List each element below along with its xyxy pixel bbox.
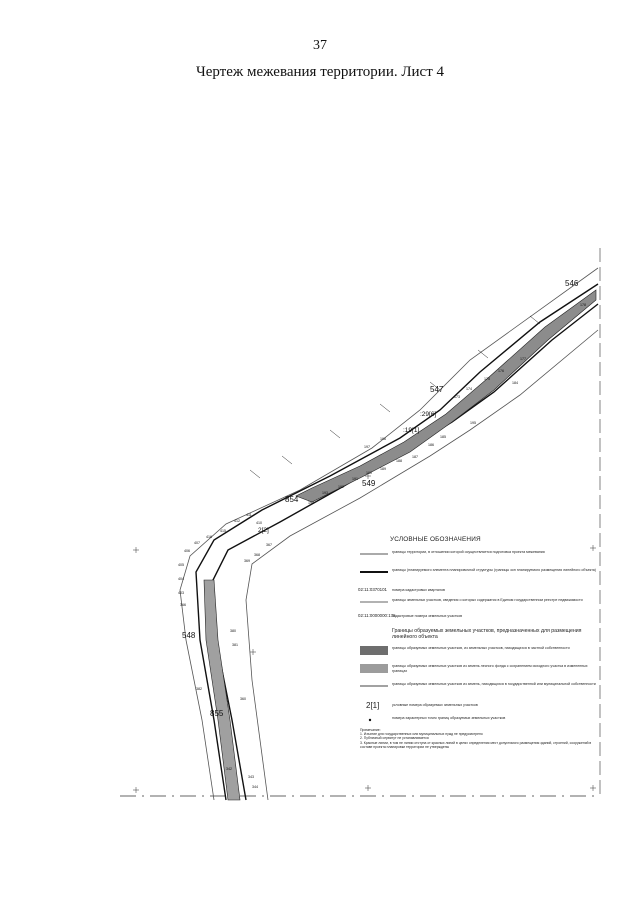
svg-text:196: 196 bbox=[380, 437, 386, 441]
svg-text:406: 406 bbox=[184, 549, 190, 553]
legend-item-planning: границы (планируемого элемента планирово… bbox=[360, 568, 600, 580]
svg-text:187: 187 bbox=[412, 455, 418, 459]
sheet-title: Чертеж межевания территории. Лист 4 bbox=[195, 64, 445, 80]
block-label-548: 548 bbox=[182, 631, 196, 640]
parcel-label-29-6: :29[6] bbox=[420, 411, 436, 418]
svg-text:178: 178 bbox=[580, 303, 586, 307]
legend-sub-item-state: границы образуемых земельных участков из… bbox=[360, 682, 600, 694]
cadastral-code-symbol: 02:11:0000000:175 bbox=[358, 613, 396, 618]
legend-item-text: границы образуемых земельных участков, и… bbox=[392, 646, 570, 650]
svg-text:416: 416 bbox=[206, 535, 212, 539]
legend-title: УСЛОВНЫЕ ОБОЗНАЧЕНИЯ bbox=[390, 536, 481, 543]
svg-text:344: 344 bbox=[252, 785, 258, 789]
svg-text:367: 367 bbox=[266, 543, 272, 547]
svg-text:360: 360 bbox=[240, 697, 246, 701]
legend-item-territory: границы территории, в отношении которой … bbox=[360, 550, 600, 562]
svg-text:175: 175 bbox=[484, 377, 490, 381]
svg-text:193: 193 bbox=[322, 491, 328, 495]
state-line-symbol bbox=[360, 685, 388, 687]
svg-text:369: 369 bbox=[244, 559, 250, 563]
legend-notes: Примечание: 1. Изъятие для государственн… bbox=[360, 728, 596, 749]
svg-text:404: 404 bbox=[178, 577, 184, 581]
svg-text:190: 190 bbox=[366, 471, 372, 475]
svg-text:192: 192 bbox=[338, 485, 344, 489]
legend-item-text: границы земельных участков, сведения о к… bbox=[392, 598, 583, 602]
registered-line-symbol bbox=[360, 601, 388, 603]
planning-boundary-upper bbox=[195, 283, 599, 801]
legend-parcel-number: 2[1] условные номера образуемых земельны… bbox=[360, 701, 600, 713]
note-item: 2. Публичный сервитут не устанавливается bbox=[360, 736, 429, 741]
note-item: 3. Красные линии, в том не линии отступа… bbox=[360, 740, 592, 749]
notes-title: Примечание: bbox=[360, 728, 381, 732]
svg-text:188: 188 bbox=[396, 459, 402, 463]
block-label-547: 547 bbox=[430, 385, 444, 394]
legend-item-text: границы образуемых земельных участков из… bbox=[392, 682, 596, 686]
svg-text:173: 173 bbox=[454, 395, 460, 399]
legend-sub-item-private: границы образуемых земельных участков, и… bbox=[360, 646, 600, 658]
svg-text:366: 366 bbox=[180, 603, 186, 607]
svg-text:415: 415 bbox=[220, 529, 226, 533]
svg-text:342: 342 bbox=[226, 767, 232, 771]
svg-text:382: 382 bbox=[196, 687, 202, 691]
territory-boundary-inner bbox=[245, 329, 599, 801]
svg-text:186: 186 bbox=[428, 443, 434, 447]
territory-line-symbol bbox=[360, 553, 388, 555]
legend-item-text: границы (планируемого элемента планирово… bbox=[392, 568, 597, 572]
svg-text:174: 174 bbox=[466, 387, 472, 391]
svg-text:191: 191 bbox=[352, 477, 358, 481]
svg-text:195: 195 bbox=[470, 421, 476, 425]
svg-text:176: 176 bbox=[498, 369, 504, 373]
block-label-549: 549 bbox=[362, 479, 376, 488]
svg-text:412: 412 bbox=[234, 519, 240, 523]
svg-text:380: 380 bbox=[230, 629, 236, 633]
svg-text:185: 185 bbox=[440, 435, 446, 439]
legend-item-text: условные номера образуемых земельных уча… bbox=[392, 703, 478, 707]
block-label-855: 855 bbox=[210, 709, 224, 718]
legend-item-text: границы территории, в отношении которой … bbox=[392, 550, 545, 554]
parcel-label-2-2: 2[2] bbox=[258, 527, 269, 534]
legend-subsection: Границы образуемых земельных участков, п… bbox=[360, 628, 600, 642]
legend-item-text: кадастровые номера земельных участков bbox=[392, 614, 463, 618]
grid-markers bbox=[133, 473, 596, 793]
parcel-number-symbol: 2[1] bbox=[366, 701, 380, 710]
legend-sub-item-forest: границы образуемых земельных участков из… bbox=[360, 664, 600, 676]
svg-text:343: 343 bbox=[248, 775, 254, 779]
legend-subsection-title: Границы образуемых земельных участков, п… bbox=[392, 628, 582, 640]
svg-text:194: 194 bbox=[308, 501, 314, 505]
point-symbol bbox=[368, 718, 372, 722]
legend-item-registered: границы земельных участков, сведения о к… bbox=[360, 598, 600, 610]
svg-text:381: 381 bbox=[232, 643, 238, 647]
point-numbers: 178 177 176 175 174 173 184 185 186 187 … bbox=[178, 303, 586, 789]
quarter-code-symbol: 02:11:0370101 bbox=[358, 587, 387, 592]
block-label-546: 546 bbox=[565, 279, 579, 288]
legend-item-text: номера характерных точек границ образуем… bbox=[392, 716, 506, 720]
planning-line-symbol bbox=[360, 571, 388, 573]
svg-text:368: 368 bbox=[254, 553, 260, 557]
note-item: 1. Изъятие для государственных или муниц… bbox=[360, 732, 483, 737]
svg-text:189: 189 bbox=[380, 467, 386, 471]
svg-text:411: 411 bbox=[246, 513, 252, 517]
svg-text:184: 184 bbox=[512, 381, 518, 385]
linear-object-corridor-south bbox=[203, 579, 241, 801]
legend-item-cadastral: 02:11:0000000:175 кадастровые номера зем… bbox=[358, 613, 600, 622]
svg-text:403: 403 bbox=[178, 591, 184, 595]
territory-boundary-outer bbox=[179, 267, 599, 801]
parcel-label-19-1: :19[1] bbox=[403, 427, 419, 434]
svg-text:410: 410 bbox=[256, 521, 262, 525]
legend-item-text: номера кадастровых кварталов bbox=[392, 588, 445, 592]
parcel-ticks bbox=[249, 315, 541, 479]
svg-text:407: 407 bbox=[194, 541, 200, 545]
block-label-854: 854 bbox=[285, 495, 299, 504]
linear-object-corridor bbox=[295, 289, 597, 503]
forest-fill-symbol bbox=[360, 664, 388, 673]
legend-item-text: границы образуемых земельных участков из… bbox=[392, 664, 588, 673]
svg-text:177: 177 bbox=[520, 357, 526, 361]
svg-text:197: 197 bbox=[364, 445, 370, 449]
svg-text:405: 405 bbox=[178, 563, 184, 567]
page-number: 37 bbox=[313, 38, 327, 53]
legend-item-quarter: 02:11:0370101 номера кадастровых квартал… bbox=[358, 587, 600, 596]
private-fill-symbol bbox=[360, 646, 388, 655]
legend-point-number: номера характерных точек границ образуем… bbox=[360, 716, 600, 724]
